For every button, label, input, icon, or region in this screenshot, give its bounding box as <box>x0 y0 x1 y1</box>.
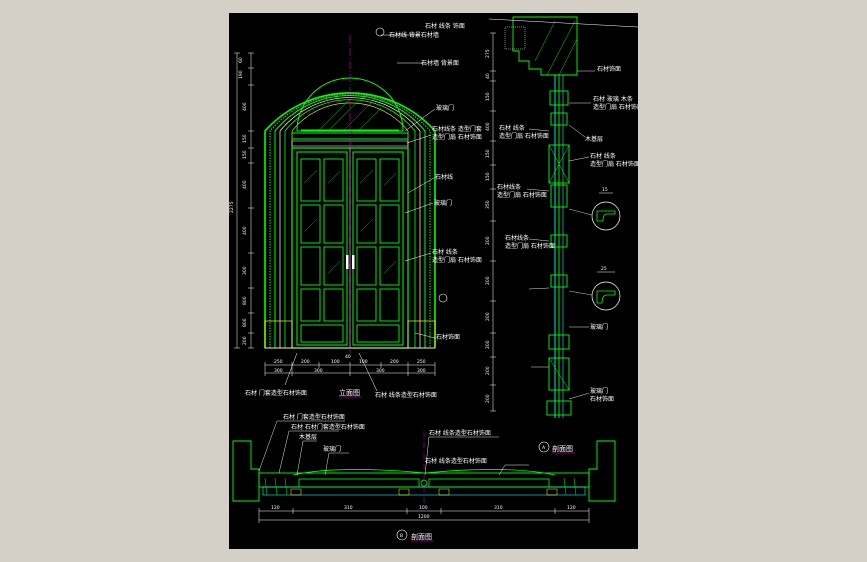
label-glass-1: 玻璃门 <box>436 104 454 112</box>
plan-dim-overall: 1200 <box>418 514 430 520</box>
plan-dim-3: 100 <box>419 505 428 511</box>
sec-dim-9: 200 <box>485 276 491 285</box>
sec-label-top: 石材 线条 饰面 <box>425 22 465 30</box>
dim-bottom-2: 300 <box>314 368 323 374</box>
sec-dim-11: 200 <box>485 340 491 349</box>
label-panel-1b: 造型门扇 石材饰面 <box>432 133 482 141</box>
dim-left-1: 60 <box>238 57 244 63</box>
sec-label-s8b: 造型门扇 石材饰面 <box>505 242 555 250</box>
dim-left-8: 300 <box>242 266 248 275</box>
sec-dim-12: 200 <box>485 366 491 375</box>
detail-callout-1: 15 <box>568 187 621 231</box>
dim-bottom-top-2: 200 <box>301 359 310 365</box>
door-plan-section: 120 310 100 310 120 1200 石材 门套造型石材饰面 石材 … <box>232 413 616 542</box>
detail-callout-2: 25 <box>568 266 621 311</box>
plan-section-no: B <box>400 533 403 539</box>
sec-label-s2b: 造型门扇 石材饰面 <box>593 103 638 111</box>
dim-left-3: 400 <box>242 102 248 111</box>
drawing-canvas: 60 190 400 150 150 400 400 300 800 800 2… <box>229 16 638 542</box>
dim-bottom-1: 300 <box>274 368 283 374</box>
sec-label-s6b: 造型门扇 石材饰面 <box>497 191 547 199</box>
plan-dim-5: 120 <box>567 505 576 511</box>
detail-2-dim: 25 <box>601 266 607 272</box>
sec-label-s9b: 石材饰面 <box>590 395 614 403</box>
sec-dim-6: 150 <box>485 172 491 181</box>
label-elev-top: 石材线 背景石材墙 <box>389 31 439 39</box>
label-panel-2a: 石材 线条 <box>432 248 458 256</box>
section-title-text: 剖面图 <box>552 444 573 453</box>
sec-dim-1: 275 <box>485 49 491 58</box>
label-panel-2b: 造型门扇 石材饰面 <box>432 256 482 264</box>
plan-dim-4: 310 <box>494 505 503 511</box>
sec-dim-7: 350 <box>485 200 491 209</box>
plan-dim-1: 120 <box>271 505 280 511</box>
sec-dim-13: 200 <box>485 394 491 403</box>
plan-label-6: 石材 线条造型石材饰面 <box>425 457 487 465</box>
plan-label-3: 木基层 <box>299 433 317 441</box>
plan-label-5: 石材 线条造型石材饰面 <box>429 429 491 437</box>
cad-drawing-sheet: 60 190 400 150 150 400 400 300 800 800 2… <box>229 13 638 549</box>
sec-label-s8a: 石材线条 <box>505 234 529 242</box>
label-bottom-left: 石材 门套造型石材饰面 <box>245 389 307 397</box>
dim-left-2: 190 <box>238 70 244 79</box>
door-elevation: 60 190 400 150 150 400 400 300 800 800 2… <box>229 27 482 399</box>
section-title: A 剖面图 <box>538 441 575 454</box>
label-arch-right: 石材墙 背景面 <box>421 59 459 67</box>
dim-bottom-3: 300 <box>376 368 385 374</box>
plan-title-text: 剖面图 <box>411 532 432 541</box>
dim-left-5: 150 <box>242 150 248 159</box>
plan-dim-2: 310 <box>344 505 353 511</box>
label-frame: 石材线 <box>435 173 453 181</box>
sec-label-s4a: 石材 线条 <box>590 152 616 160</box>
label-panel-1a: 石材线条 造型门套 <box>432 125 482 133</box>
sec-label-s9a: 玻璃门 <box>590 387 608 395</box>
sec-label-s4b: 造型门扇 石材饰面 <box>590 160 638 168</box>
sec-label-s2a: 石材 玻璃 木条 <box>593 95 633 103</box>
sec-label-s3: 木基层 <box>585 135 603 143</box>
door-handle-icon <box>346 255 355 269</box>
dim-left-4: 150 <box>242 134 248 143</box>
dim-left-10: 800 <box>242 318 248 327</box>
dim-left-7: 400 <box>242 226 248 235</box>
plan-label-2: 石材 石材门套造型石材饰面 <box>291 423 365 431</box>
sec-dim-3: 150 <box>485 92 491 101</box>
sec-label-s5a: 石材 线条 <box>499 124 525 132</box>
dim-center-mark: 40 <box>345 354 351 360</box>
sec-dim-5: 150 <box>485 149 491 158</box>
dim-left-9: 800 <box>242 296 248 305</box>
dim-bottom-4: 300 <box>417 368 426 374</box>
dim-overall-height: 2275 <box>229 201 235 213</box>
dim-bottom-top-6: 250 <box>417 359 426 365</box>
dim-bottom-top-1: 250 <box>274 359 283 365</box>
sec-label-s6a: 石材线条 <box>497 183 521 191</box>
plan-title: B 剖面图 <box>396 529 433 542</box>
label-base: 石材饰面 <box>436 333 460 341</box>
dim-bottom-top-3: 100 <box>331 359 340 365</box>
elevation-title: 立面图 <box>339 388 360 397</box>
dim-bottom-top-5: 200 <box>390 359 399 365</box>
dim-left-6: 400 <box>242 180 248 189</box>
sec-label-s7: 玻璃门 <box>590 323 608 331</box>
section-no: A <box>542 445 546 451</box>
label-glass-2: 玻璃门 <box>434 199 452 207</box>
door-section: 275 40 150 400 150 150 350 200 200 200 2… <box>425 16 638 454</box>
sec-dim-8: 200 <box>485 236 491 245</box>
sec-label-s1: 石材饰面 <box>597 65 621 73</box>
plan-label-4: 玻璃门 <box>323 445 341 453</box>
plan-label-1: 石材 门套造型石材饰面 <box>283 413 345 421</box>
sec-label-s5b: 造型门扇 石材饰面 <box>499 132 549 140</box>
sec-dim-2: 40 <box>485 73 491 79</box>
sec-dim-10: 200 <box>485 312 491 321</box>
label-bottom-right: 石材 线条造型石材饰面 <box>375 391 437 399</box>
detail-1-dim: 15 <box>602 187 608 193</box>
sec-dim-4: 400 <box>485 122 491 131</box>
dim-left-11: 200 <box>242 336 248 345</box>
